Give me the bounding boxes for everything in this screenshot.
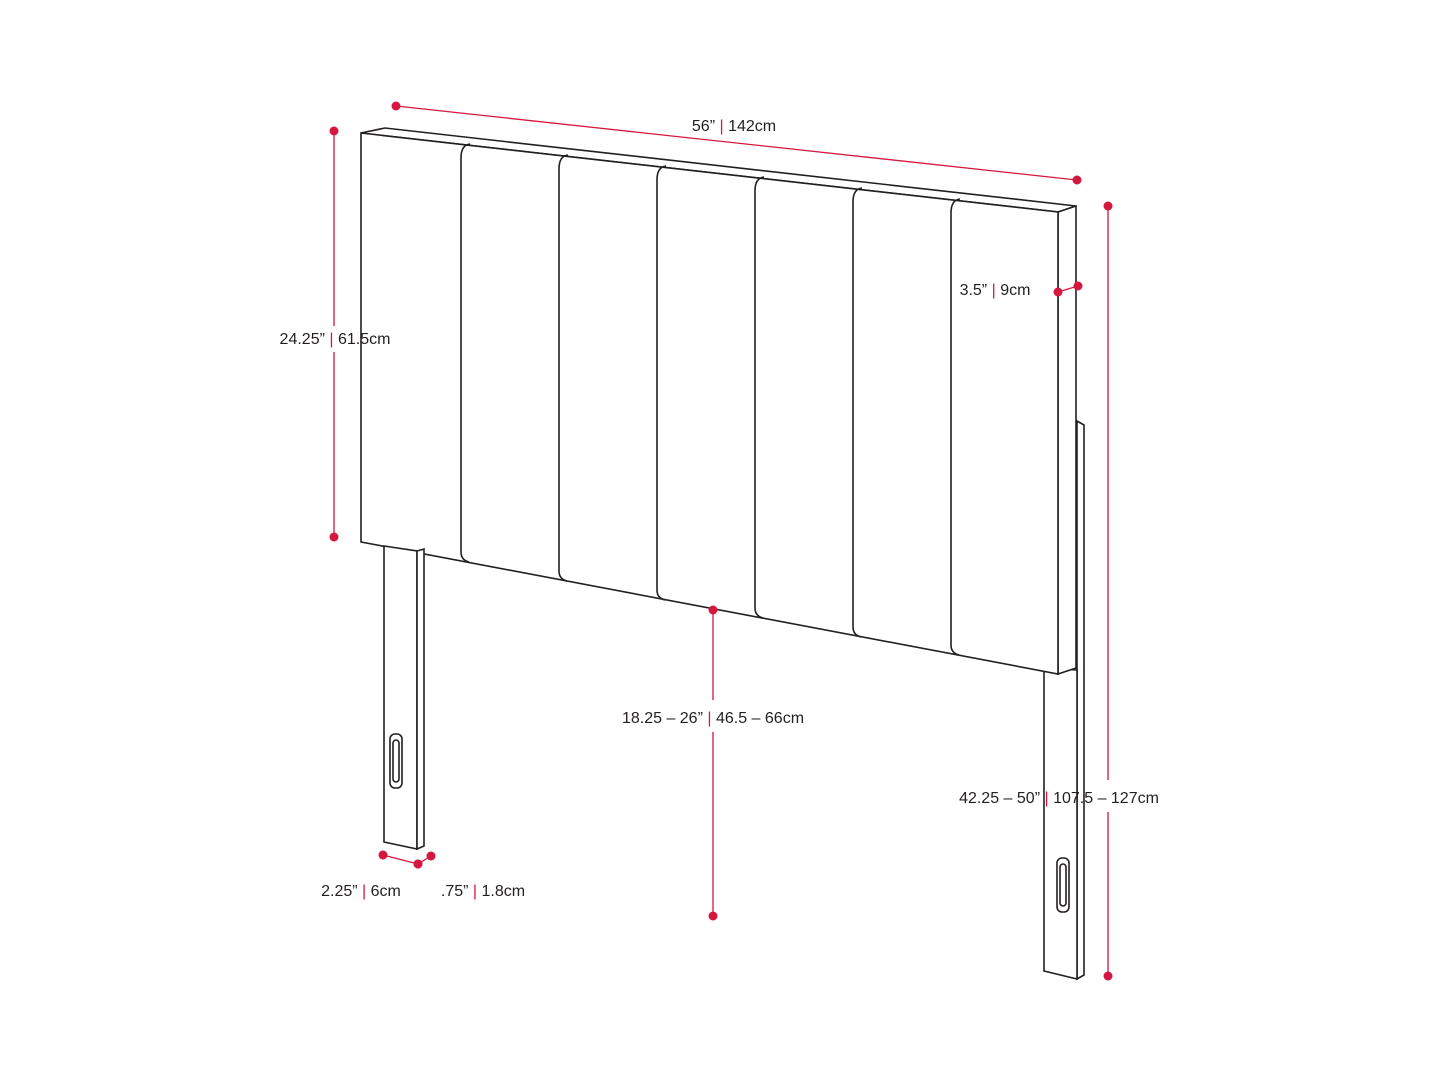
- separator-bar: |: [473, 883, 482, 900]
- dimension-markers: [329, 101, 1113, 981]
- total-height-label: 42.25 – 50” | 107.5 – 127cm: [959, 790, 1159, 807]
- clearance-label: 18.25 – 26” | 46.5 – 66cm: [622, 710, 804, 727]
- width-metric: 142cm: [728, 118, 776, 135]
- left-leg-slot: [389, 733, 403, 789]
- headboard-drawing: [360, 127, 1085, 981]
- clearance-imperial: 18.25 – 26”: [622, 710, 703, 727]
- clearance-metric: 46.5 – 66cm: [716, 710, 804, 727]
- separator-bar: |: [992, 282, 1001, 299]
- dimension-endpoint-dot: [378, 850, 388, 860]
- right-leg-slot: [1056, 857, 1070, 913]
- panel-channels: [460, 143, 961, 656]
- dimension-line: [395, 105, 1078, 181]
- separator-bar: |: [329, 331, 338, 348]
- separator-bar: |: [719, 118, 728, 135]
- dimension-endpoint-dot: [708, 605, 718, 615]
- panel-height-imperial: 24.25”: [280, 331, 325, 348]
- dimension-endpoint-dot: [391, 101, 401, 111]
- width-imperial: 56”: [692, 118, 715, 135]
- dimension-endpoint-dot: [708, 911, 718, 921]
- panel-side-edge: [1057, 204, 1077, 676]
- dimension-endpoint-dot: [1103, 201, 1113, 211]
- separator-bar: |: [362, 883, 371, 900]
- dimension-endpoint-dot: [1073, 281, 1083, 291]
- leg-width-metric: 6cm: [371, 883, 401, 900]
- dimension-endpoint-dot: [413, 859, 423, 869]
- dimension-endpoint-dot: [1053, 287, 1063, 297]
- width-label: 56” | 142cm: [692, 118, 776, 135]
- dimension-line: [382, 854, 419, 865]
- panel-height-dimension: [329, 126, 339, 542]
- leg-depth-dimension: [413, 851, 436, 869]
- width-dimension: [391, 101, 1082, 185]
- separator-bar: |: [1044, 790, 1053, 807]
- depth-label: 3.5” | 9cm: [960, 282, 1031, 299]
- depth-metric: 9cm: [1000, 282, 1030, 299]
- left-leg: [383, 545, 425, 851]
- dimension-endpoint-dot: [329, 532, 339, 542]
- panel-front-face: [360, 132, 1059, 675]
- dimension-labels: 56” | 142cm 24.25” | 61.5cm 3.5” | 9cm 1…: [280, 118, 1159, 900]
- leg-width-label: 2.25” | 6cm: [321, 883, 401, 900]
- dimension-endpoint-dot: [1072, 175, 1082, 185]
- depth-imperial: 3.5”: [960, 282, 988, 299]
- total-height-dimension: [1103, 201, 1113, 981]
- panel-height-metric: 61.5cm: [338, 331, 390, 348]
- leg-width-imperial: 2.25”: [321, 883, 357, 900]
- separator-bar: |: [707, 710, 716, 727]
- total-height-imperial: 42.25 – 50”: [959, 790, 1040, 807]
- dimension-endpoint-dot: [329, 126, 339, 136]
- clearance-dimension: [708, 605, 718, 921]
- dimension-endpoint-dot: [1103, 971, 1113, 981]
- panel-height-label: 24.25” | 61.5cm: [280, 331, 391, 348]
- depth-dimension: [1053, 281, 1083, 297]
- leg-depth-metric: 1.8cm: [482, 883, 526, 900]
- leg-depth-imperial: .75”: [441, 883, 469, 900]
- leg-depth-label: .75” | 1.8cm: [441, 883, 525, 900]
- total-height-metric: 107.5 – 127cm: [1053, 790, 1159, 807]
- dimension-endpoint-dot: [426, 851, 436, 861]
